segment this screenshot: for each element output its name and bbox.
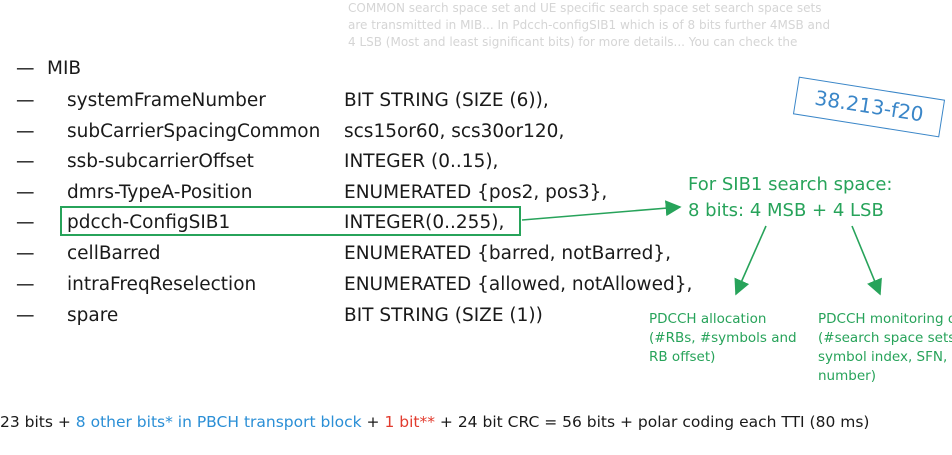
summary-part: + 24 bit CRC = 56 bits + polar coding ea…: [434, 413, 870, 431]
mib-title: MIB: [47, 58, 82, 79]
field-value: ENUMERATED {barred, notBarred},: [344, 243, 671, 264]
note-line: PDCCH allocation: [649, 311, 767, 327]
background-faded-text: COMMON search space set and UE specific …: [348, 0, 868, 51]
summary-part: 23 bits +: [0, 413, 76, 431]
field-name: pdcch-ConfigSIB1: [67, 212, 231, 233]
field-value: ENUMERATED {pos2, pos3},: [344, 182, 608, 203]
pdcch-monitoring-note: PDCCH monitoring o (#search space sets s…: [818, 310, 952, 386]
field-name: systemFrameNumber: [67, 90, 266, 111]
annotation-bits: 8 bits: 4 MSB + 4 LSB: [688, 200, 884, 221]
field-value: scs15or60, scs30or120,: [344, 121, 565, 142]
summary-pbch-bits: 8 other bits* in PBCH transport block: [75, 413, 362, 431]
dash-marker: —: [16, 151, 35, 172]
faded-line: COMMON search space set and UE specific …: [348, 1, 822, 15]
dash-marker: —: [16, 121, 35, 142]
bit-summary-line: 23 bits + 8 other bits* in PBCH transpor…: [0, 413, 869, 431]
dash-marker: —: [16, 90, 35, 111]
note-line: number): [818, 368, 876, 384]
field-name: intraFreqReselection: [67, 274, 257, 295]
faded-line: are transmitted in MIB... In Pdcch-confi…: [348, 18, 831, 32]
arrow-to-annotation: [521, 200, 682, 221]
field-name: ssb-subcarrierOffset: [67, 151, 254, 172]
dash-marker: —: [16, 182, 35, 203]
field-value: BIT STRING (SIZE (1)): [344, 305, 543, 326]
note-line: (#search space sets: [818, 330, 952, 346]
note-line: symbol index, SFN,: [818, 349, 948, 365]
note-line: RB offset): [649, 349, 716, 365]
summary-part: +: [361, 413, 385, 431]
arrow-to-monitoring: [851, 225, 882, 296]
field-value: INTEGER (0..15),: [344, 151, 499, 172]
field-value: BIT STRING (SIZE (6)),: [344, 90, 549, 111]
note-line: (#RBs, #symbols and: [649, 330, 797, 346]
field-value: INTEGER(0..255),: [344, 212, 505, 233]
note-line: PDCCH monitoring o: [818, 311, 952, 327]
dash-marker: —: [16, 305, 35, 326]
field-name: spare: [67, 305, 119, 326]
field-name: dmrs-TypeA-Position: [67, 182, 253, 203]
summary-extra-bit: 1 bit**: [384, 413, 435, 431]
dash-marker: —: [16, 58, 35, 79]
pdcch-allocation-note: PDCCH allocation (#RBs, #symbols and RB …: [649, 310, 797, 367]
annotation-title: For SIB1 search space:: [688, 174, 893, 195]
field-name: cellBarred: [67, 243, 161, 264]
dash-marker: —: [16, 243, 35, 264]
field-value: ENUMERATED {allowed, notAllowed},: [344, 274, 693, 295]
pdcch-config-highlight-box: [60, 206, 521, 236]
dash-marker: —: [16, 212, 35, 233]
field-name: subCarrierSpacingCommon: [67, 121, 321, 142]
faded-line: 4 LSB (Most and least significant bits) …: [348, 35, 798, 49]
arrow-to-allocation: [734, 225, 767, 296]
dash-marker: —: [16, 274, 35, 295]
